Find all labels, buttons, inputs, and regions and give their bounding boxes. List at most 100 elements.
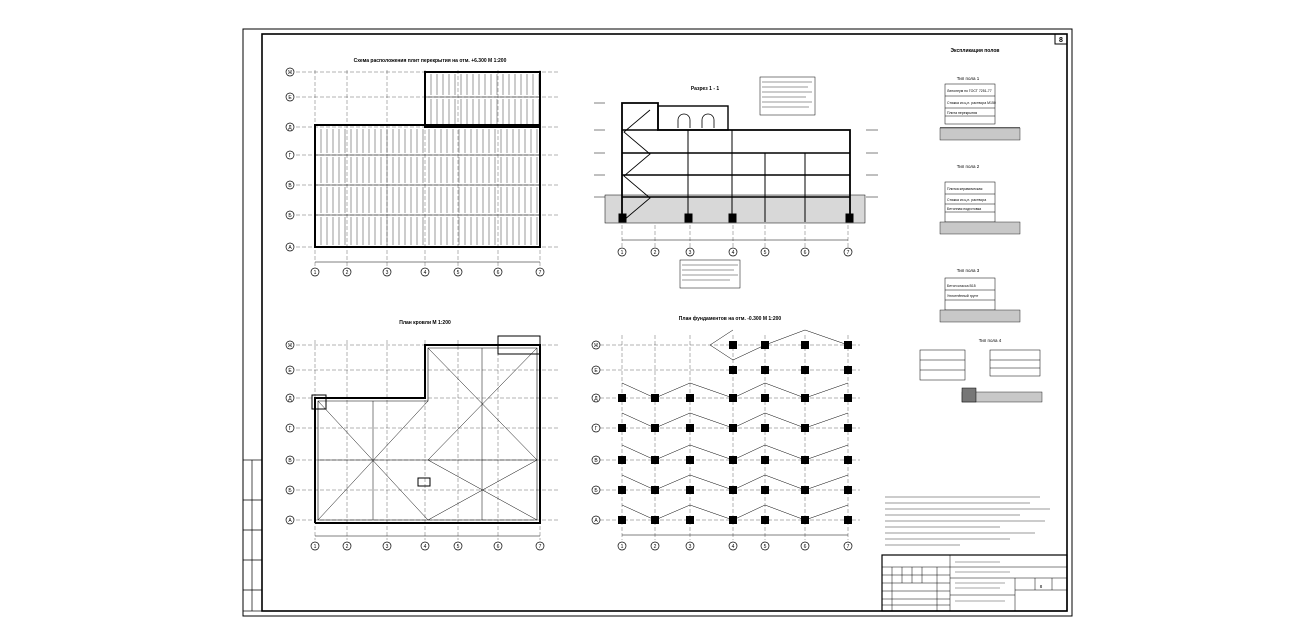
floors-table-title: Экспликация полов — [951, 48, 1000, 54]
sheet-number: 8 — [1040, 584, 1043, 589]
svg-text:5: 5 — [457, 270, 460, 276]
svg-text:Тип пола 4: Тип пола 4 — [979, 338, 1002, 343]
svg-text:Б: Б — [288, 213, 292, 219]
footing — [801, 424, 809, 432]
svg-text:5: 5 — [764, 544, 767, 550]
corner-box — [1054, 33, 1068, 45]
roof-plan-row-axes: Ж Е Д Г В Б А — [285, 340, 295, 525]
footing — [618, 424, 626, 432]
svg-text:2: 2 — [654, 250, 657, 256]
svg-text:7: 7 — [847, 544, 850, 550]
svg-text:Тип пола 1: Тип пола 1 — [957, 76, 980, 81]
corner-mark: 8 — [1059, 37, 1063, 44]
foundation-plan-title: План фундаментов на отм. -0.300 М 1:200 — [679, 315, 782, 322]
footing — [844, 394, 852, 402]
svg-text:Б: Б — [288, 488, 292, 494]
footing — [729, 424, 737, 432]
svg-text:Д: Д — [288, 396, 292, 402]
footing — [651, 516, 659, 524]
svg-text:Плита перекрытия: Плита перекрытия — [947, 111, 977, 115]
svg-text:Линолеум по ГОСТ 7251-77: Линолеум по ГОСТ 7251-77 — [947, 89, 992, 93]
roof-plan-title: План кровли М 1:200 — [399, 320, 451, 326]
svg-text:2: 2 — [346, 270, 349, 276]
svg-text:1: 1 — [621, 544, 624, 550]
footing — [618, 486, 626, 494]
svg-text:5: 5 — [457, 544, 460, 550]
svg-text:2: 2 — [346, 544, 349, 550]
footing — [686, 456, 694, 464]
svg-text:Тип пола 3: Тип пола 3 — [957, 268, 980, 273]
footing — [729, 394, 737, 402]
footing — [686, 516, 694, 524]
footing — [801, 394, 809, 402]
svg-text:1: 1 — [621, 250, 624, 256]
title-block — [881, 554, 1068, 612]
footing — [844, 516, 852, 524]
svg-text:Е: Е — [288, 95, 292, 101]
footing — [686, 424, 694, 432]
svg-text:6: 6 — [497, 270, 500, 276]
svg-text:Ж: Ж — [288, 70, 293, 76]
svg-text:А: А — [594, 518, 598, 524]
svg-text:3: 3 — [386, 544, 389, 550]
roof-plan: План кровли М 1:200 — [285, 320, 560, 551]
general-notes — [885, 496, 1050, 546]
footing — [844, 424, 852, 432]
footing — [844, 366, 852, 374]
svg-text:Бетонная подготовка: Бетонная подготовка — [947, 207, 981, 211]
footing — [729, 341, 737, 349]
foundation-column-axes: 1 2 3 4 5 6 7 — [617, 541, 853, 551]
svg-text:1: 1 — [314, 544, 317, 550]
footing — [761, 341, 769, 349]
svg-text:1: 1 — [314, 270, 317, 276]
footing — [844, 486, 852, 494]
plan-top-left-column-axes: 1 2 3 4 5 6 7 — [310, 267, 545, 277]
svg-text:Е: Е — [594, 368, 598, 374]
footing — [801, 486, 809, 494]
svg-text:3: 3 — [689, 544, 692, 550]
svg-text:Тип пола 2: Тип пола 2 — [957, 164, 980, 169]
svg-text:Г: Г — [289, 426, 292, 432]
footing — [761, 366, 769, 374]
footing — [844, 341, 852, 349]
footing — [761, 486, 769, 494]
footing — [651, 486, 659, 494]
footing — [651, 394, 659, 402]
svg-text:Г: Г — [595, 426, 598, 432]
footing — [729, 456, 737, 464]
svg-text:Б: Б — [594, 488, 598, 494]
svg-text:3: 3 — [386, 270, 389, 276]
plan-top-left: Схема расположения плит перекрытия на от… — [285, 58, 560, 277]
svg-text:2: 2 — [654, 544, 657, 550]
footing — [801, 516, 809, 524]
svg-text:3: 3 — [689, 250, 692, 256]
foundation-plan: План фундаментов на отм. -0.300 М 1:200 — [591, 315, 860, 551]
footing — [651, 424, 659, 432]
svg-text:Стяжка из ц.п. раствора: Стяжка из ц.п. раствора — [947, 198, 986, 202]
svg-text:4: 4 — [732, 250, 735, 256]
footing — [729, 486, 737, 494]
footing — [618, 516, 626, 524]
svg-text:А: А — [288, 518, 292, 524]
svg-text:4: 4 — [424, 544, 427, 550]
svg-text:6: 6 — [497, 544, 500, 550]
footing — [761, 456, 769, 464]
footing — [618, 456, 626, 464]
svg-text:Бетон класса В15: Бетон класса В15 — [947, 284, 976, 288]
footing — [801, 341, 809, 349]
svg-text:7: 7 — [539, 270, 542, 276]
footing — [801, 366, 809, 374]
plan-top-left-title: Схема расположения плит перекрытия на от… — [354, 58, 507, 64]
svg-text:Плитка керамическая: Плитка керамическая — [947, 187, 982, 191]
svg-text:Е: Е — [288, 368, 292, 374]
svg-text:6: 6 — [804, 250, 807, 256]
outer-border — [242, 28, 1073, 617]
svg-text:Д: Д — [288, 125, 292, 131]
footing — [761, 424, 769, 432]
footing — [729, 516, 737, 524]
svg-text:6: 6 — [804, 544, 807, 550]
svg-text:Ж: Ж — [288, 343, 293, 349]
footing — [844, 456, 852, 464]
svg-text:В: В — [594, 458, 598, 464]
